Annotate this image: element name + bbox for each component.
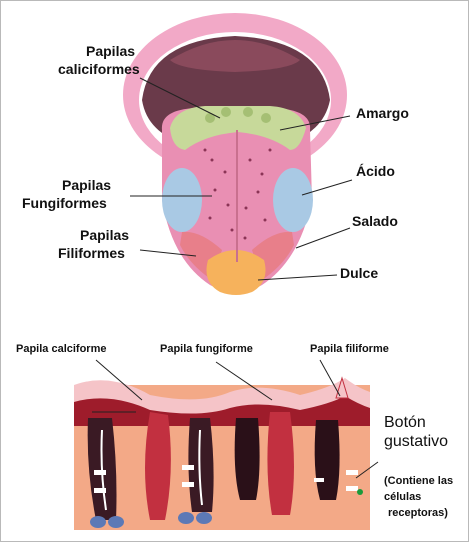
label-contiene-1: (Contiene las xyxy=(384,475,453,487)
label-papila-filiforme: Papila filiforme xyxy=(310,343,389,355)
label-papilas-filiformes-2: Filiformes xyxy=(58,245,125,261)
label-boton-1: Botón xyxy=(384,414,426,431)
papilla-wall-2 xyxy=(267,412,294,515)
label-salado: Salado xyxy=(352,213,398,229)
label-acido: Ácido xyxy=(356,163,395,179)
label-dulce: Dulce xyxy=(340,265,378,281)
sour-zone-left xyxy=(162,168,202,232)
label-papilas-filiformes-1: Papilas xyxy=(80,227,129,243)
label-boton-2: gustativo xyxy=(384,433,448,450)
label-contiene-2: células xyxy=(384,491,421,503)
label-papilas-caliciformes-2: caliciformes xyxy=(58,61,140,77)
mouth-illustration xyxy=(123,13,347,295)
crevice-4 xyxy=(315,420,340,500)
label-amargo: Amargo xyxy=(356,105,409,121)
label-papilas-fungiformes-1: Papilas xyxy=(62,177,111,193)
label-papilas-fungiformes-2: Fungiformes xyxy=(22,195,107,211)
sour-zone-right xyxy=(273,168,313,232)
label-contiene-3: receptoras) xyxy=(388,507,448,519)
crevice-3 xyxy=(235,418,260,500)
papilla-wall xyxy=(145,412,171,520)
label-papilas-caliciformes-1: Papilas xyxy=(86,43,135,59)
label-papila-calciforme: Papila calciforme xyxy=(16,343,107,355)
label-papila-fungiforme: Papila fungiforme xyxy=(160,343,253,355)
papillae-cross-section xyxy=(74,378,370,530)
